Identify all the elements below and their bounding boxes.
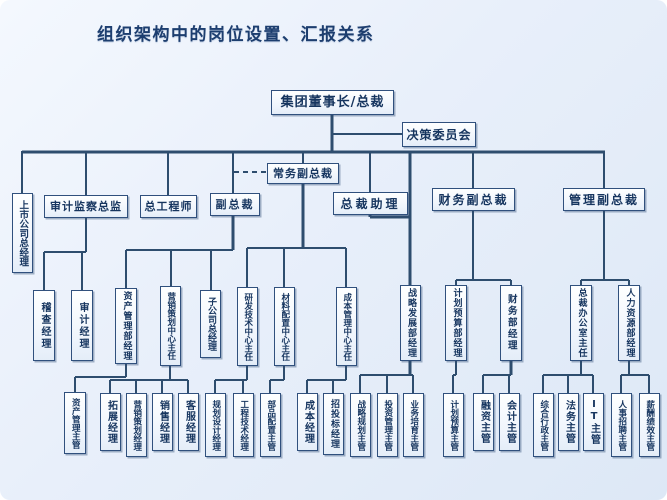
org-node-business-cultivation-supervisor: 业务培育主管 bbox=[403, 393, 424, 457]
chart-title: 组织架构中的岗位设置、汇报关系 bbox=[97, 25, 375, 45]
org-node-cost-manager: 成本经理 bbox=[297, 393, 318, 451]
org-node-engineering-tech-manager: 工程技术经理 bbox=[233, 393, 254, 457]
org-node-listed-company-gm: 上市公司总经理 bbox=[12, 193, 33, 273]
org-node-chief-engineer: 总工程师 bbox=[140, 195, 197, 218]
org-node-investment-mgmt-supervisor: 投资管理主管 bbox=[377, 393, 398, 457]
org-node-component-config-supervisor: 部品配置主管 bbox=[260, 393, 281, 457]
org-node-accounting-supervisor: 会计主管 bbox=[499, 393, 520, 451]
org-node-financing-supervisor: 融资主管 bbox=[473, 393, 494, 451]
org-node-president-office-director: 总裁办公室主任 bbox=[570, 285, 592, 361]
org-node-inspection-manager: 稽查经理 bbox=[33, 290, 55, 361]
org-node-bidding-manager: 招投标经理 bbox=[323, 393, 344, 455]
org-node-planning-design-manager: 规划设计经理 bbox=[205, 393, 226, 457]
org-node-compensation-performance-supervisor: 薪酬绩效主管 bbox=[639, 393, 660, 457]
org-node-audit-supervision-director: 审计监察总监 bbox=[44, 195, 128, 218]
org-node-legal-supervisor: 法务主管 bbox=[558, 393, 579, 451]
org-node-expansion-manager: 拓展经理 bbox=[100, 393, 121, 451]
org-node-planning-budget-supervisor: 计划预算主管 bbox=[443, 393, 464, 457]
org-node-customer-service-manager: 客服经理 bbox=[178, 393, 199, 451]
org-node-finance-dept-manager: 财务部经理 bbox=[500, 285, 522, 361]
org-node-asset-mgmt-dept-manager: 资产管理部经理 bbox=[115, 288, 137, 364]
org-node-executive-vp: 常务副总裁 bbox=[267, 163, 339, 184]
org-node-subsidiary-gm: 子公司总经理 bbox=[200, 290, 221, 358]
org-node-strategic-planning-supervisor: 战略规划主管 bbox=[350, 393, 371, 457]
org-node-planning-budget-dept-manager: 计划预算部经理 bbox=[445, 285, 467, 361]
org-node-chairman: 集团董事长/总裁 bbox=[271, 90, 394, 115]
org-node-cost-mgmt-center-director: 成本管理中心主任 bbox=[336, 287, 357, 366]
org-node-hr-dept-manager: 人力资源部经理 bbox=[618, 285, 640, 361]
org-node-marketing-planning-manager: 营销策划经理 bbox=[126, 393, 147, 457]
org-node-hr-recruitment-supervisor: 人事招聘主管 bbox=[611, 393, 632, 457]
org-node-sales-manager: 销售经理 bbox=[152, 393, 173, 451]
org-node-management-vp: 管理副总裁 bbox=[563, 188, 645, 211]
org-node-asset-mgmt-supervisor: 资产管理主管 bbox=[64, 392, 86, 454]
org-node-decision-committee: 决策委员会 bbox=[402, 122, 476, 147]
org-node-material-config-center-director: 材料配置中心主任 bbox=[274, 287, 295, 366]
org-node-finance-vp: 财务副总裁 bbox=[432, 188, 515, 211]
org-node-strategy-dev-dept-manager: 战略发展部经理 bbox=[400, 285, 421, 361]
org-node-marketing-planning-center-director: 营销策划中心主任 bbox=[160, 286, 181, 366]
org-node-rd-tech-center-director: 研发技术中心主任 bbox=[237, 287, 258, 366]
org-node-vp: 副总裁 bbox=[210, 193, 260, 216]
org-node-general-admin-supervisor: 综合行政主管 bbox=[533, 393, 554, 457]
org-node-it-supervisor: IT主管 bbox=[583, 393, 604, 451]
org-node-audit-manager: 审计经理 bbox=[71, 290, 93, 361]
org-node-president-assistant: 总裁助理 bbox=[333, 192, 408, 215]
